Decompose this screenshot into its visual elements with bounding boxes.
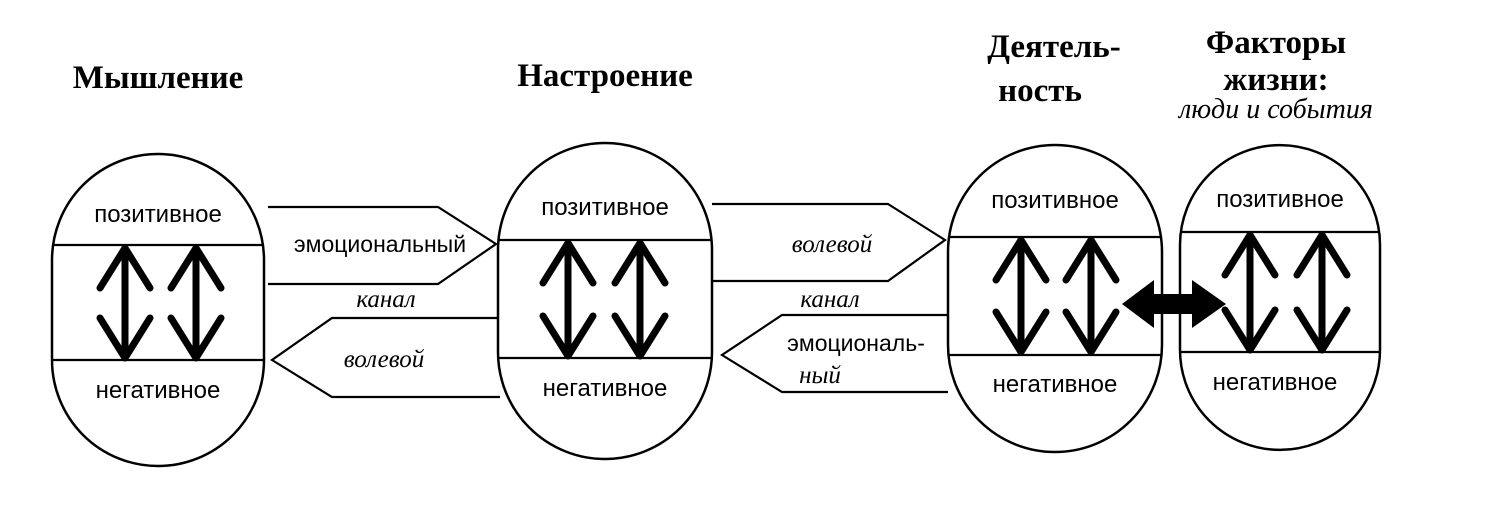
channel-b-mid-label: канал (800, 286, 859, 313)
node-life-factors-shape (1178, 143, 1382, 452)
node-activity-positive: позитивное (991, 187, 1119, 214)
node-mood-positive: позитивное (541, 194, 669, 221)
title-factors-line1: Факторы (1206, 25, 1346, 61)
node-life-factors-negative: негативное (1213, 369, 1338, 396)
title-factors-line2: жизни: (1223, 62, 1328, 98)
channel-a-bottom-arrow (269, 316, 500, 399)
channel-b-bottom: эмоциональ- ный (719, 313, 948, 394)
node-thinking: позитивное негативное (50, 152, 266, 468)
node-mood-arrow-left-icon (539, 239, 597, 360)
node-thinking-negative: негативное (96, 377, 221, 404)
title-activity-line2: ность (998, 73, 1082, 109)
channel-b-bottom-arrow (719, 313, 948, 394)
node-life-factors: позитивное негативное (1178, 143, 1382, 452)
channel-b-bottom-label-line1: эмоциональ- (787, 330, 925, 356)
node-thinking-arrow-right-icon (167, 244, 225, 362)
node-mood-arrow-right-icon (611, 239, 669, 360)
channel-b-top-label: волевой (792, 231, 873, 258)
channel-b-top-arrow (712, 202, 947, 283)
channel-a-top-arrow (268, 205, 498, 286)
channel-b-top: волевой (712, 202, 947, 283)
channel-b-bottom-label-line2: ный (799, 362, 841, 389)
channel-a-mid-label: канал (356, 286, 415, 313)
channel-a-top-label: эмоциональный (294, 231, 466, 257)
channel-a-bottom-label: волевой (344, 346, 425, 373)
node-life-factors-arrow-right-icon (1293, 231, 1351, 354)
node-mood: позитивное негативное (496, 141, 714, 461)
channel-a-top: эмоциональный (268, 205, 498, 286)
channel-a-bottom: волевой (269, 316, 500, 399)
subtitle-factors: люди и события (1177, 94, 1373, 125)
activity-factors-link-icon (1122, 280, 1226, 328)
node-thinking-positive: позитивное (94, 201, 222, 228)
title-thinking: Мышление (73, 60, 244, 96)
node-thinking-arrow-left-icon (96, 244, 154, 362)
node-life-factors-arrow-left-icon (1221, 231, 1279, 354)
node-activity: позитивное негативное (946, 143, 1164, 454)
title-mood: Настроение (517, 58, 693, 94)
node-activity-arrow-left-icon (992, 236, 1050, 356)
node-activity-arrow-right-icon (1062, 236, 1120, 356)
node-mood-negative: негативное (543, 375, 668, 402)
node-mood-shape (496, 141, 714, 461)
node-activity-negative: негативное (993, 371, 1118, 398)
node-activity-shape (946, 143, 1164, 454)
title-activity-line1: Деятель- (987, 29, 1120, 65)
node-life-factors-positive: позитивное (1216, 186, 1344, 213)
